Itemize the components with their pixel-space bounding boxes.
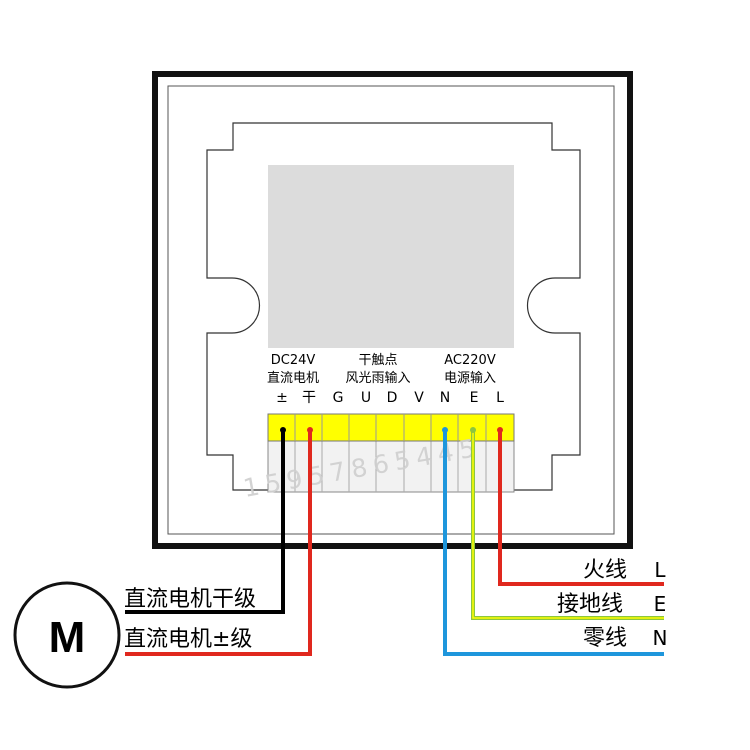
dry-group-line1: 干触点: [358, 353, 397, 368]
ac-group-line1: AC220V: [444, 353, 496, 368]
label-live-name: 火线: [583, 558, 627, 583]
wire-motor-pm: [125, 430, 312, 656]
label-earth-code: E: [654, 592, 667, 616]
dc-group-line1: DC24V: [271, 353, 316, 368]
label-live-code: L: [654, 558, 666, 582]
wire-motor-dry: [125, 430, 285, 614]
terminal-point: [442, 427, 448, 433]
terminal-point: [307, 427, 313, 433]
panel-cutout: [206, 122, 581, 491]
motor-symbol: [13, 581, 121, 689]
pin-label: U: [361, 390, 371, 406]
label-motor-pm: 直流电机±级: [124, 627, 252, 652]
pin-label: E: [470, 390, 479, 406]
label-neutral-name: 零线: [583, 626, 627, 651]
pin-label: L: [496, 390, 504, 406]
terminal-point: [497, 427, 503, 433]
pin-label: V: [414, 390, 424, 406]
dc-group-line2: 直流电机: [267, 371, 319, 386]
pin-label: 干: [302, 390, 316, 406]
pin-label: N: [440, 390, 450, 406]
wire-live: [498, 430, 664, 586]
terminal-point: [470, 427, 476, 433]
wire-earth-stripe: [472, 430, 664, 619]
pin-label: D: [387, 390, 398, 406]
ac-group-line2: 电源输入: [444, 370, 496, 386]
label-earth-name: 接地线: [557, 592, 623, 617]
display-screen: [268, 165, 514, 348]
terminal-dividers: [294, 440, 487, 492]
pin-label: ±: [276, 390, 288, 406]
label-motor-dry: 直流电机干级: [124, 587, 256, 612]
panel-inner-frame: [167, 85, 615, 535]
dry-group-line2: 风光雨输入: [345, 370, 410, 386]
terminal-screw-dividers: [294, 414, 487, 441]
terminal-point: [280, 427, 286, 433]
wire-neutral: [443, 430, 664, 656]
label-neutral-code: N: [653, 626, 668, 650]
pin-label: G: [333, 390, 344, 406]
motor-letter: M: [49, 613, 86, 662]
